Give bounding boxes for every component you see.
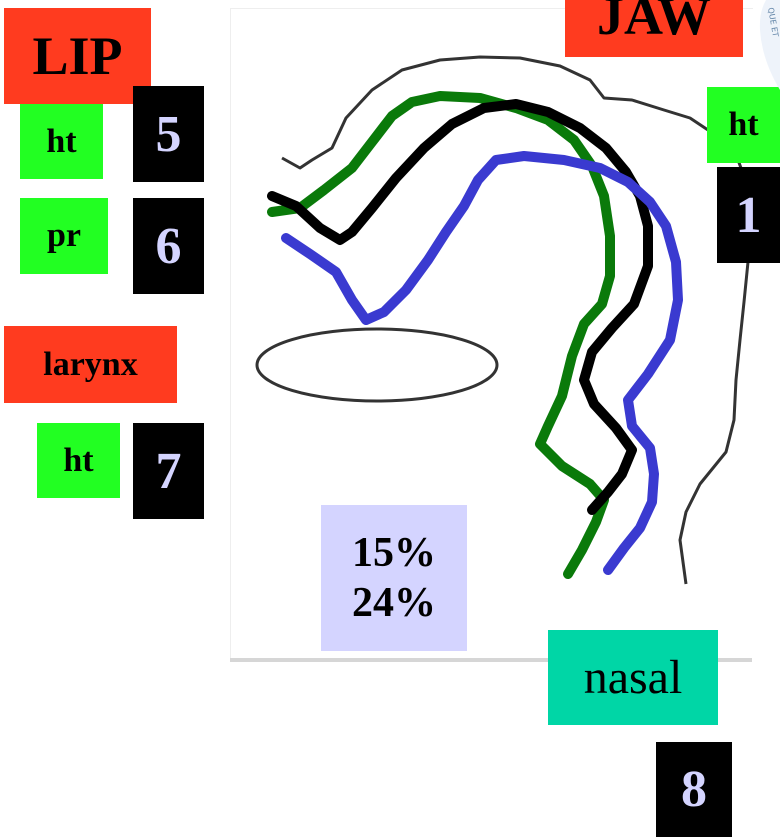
institution-logo-fragment: QUE ET (756, 0, 780, 90)
lip-label: LIP (4, 8, 151, 104)
lip-height-number: 5 (133, 86, 204, 182)
larynx-height-label: ht (37, 423, 120, 498)
jaw-height-label: ht (707, 87, 780, 163)
nasal-number: 8 (656, 742, 732, 837)
larynx-ellipse (255, 327, 499, 403)
nasal-label: nasal (548, 630, 718, 725)
larynx-height-number: 7 (133, 423, 204, 519)
jaw-label: JAW (565, 0, 743, 57)
lip-protrusion-number: 6 (133, 198, 204, 294)
tract-outline (281, 55, 758, 585)
tongue-contour-black (267, 99, 653, 515)
larynx-label: larynx (4, 326, 177, 403)
lip-protrusion-label: pr (20, 198, 108, 274)
tongue-contour-green (267, 91, 615, 579)
percentage-line-2: 24% (352, 580, 436, 626)
variance-percentages: 15% 24% (321, 505, 467, 651)
percentage-line-1: 15% (352, 530, 436, 576)
panel-base-line (230, 658, 752, 662)
jaw-height-number: 1 (717, 167, 780, 263)
lip-height-label: ht (20, 104, 103, 179)
tongue-contour-blue (281, 151, 683, 575)
